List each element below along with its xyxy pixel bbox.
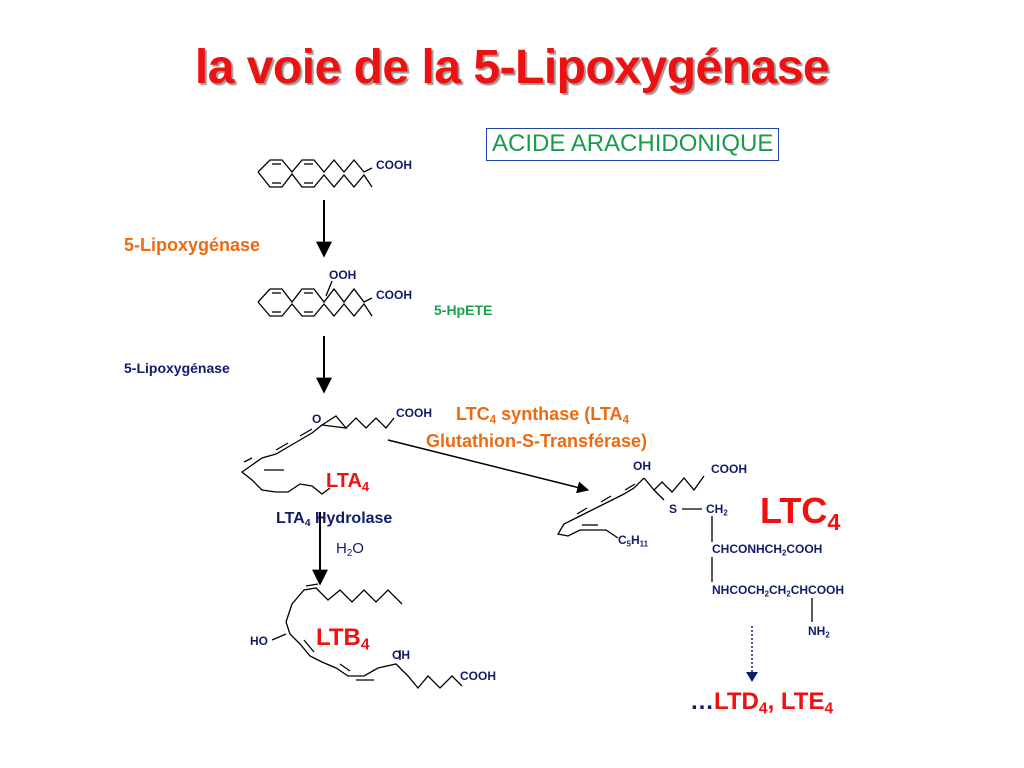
- enzyme-5-lipoxygenase-2: 5-Lipoxygénase: [124, 360, 230, 376]
- group-nhcoch2ch2chcooh: NHCOCH2CH2CHCOOH: [712, 583, 845, 599]
- group-cooh-ltc4: COOH: [711, 462, 747, 476]
- group-ooh: OOH: [329, 268, 357, 282]
- group-nh2: NH2: [808, 624, 830, 640]
- group-cooh-aa: COOH: [376, 158, 412, 172]
- arachidonic-acid-label: ACIDE ARACHIDONIQUE: [486, 128, 780, 161]
- group-ch2: CH2: [706, 502, 728, 518]
- arrow-ltc4-to-ltd4-head: [746, 672, 758, 682]
- group-cooh-lta4: COOH: [396, 406, 432, 420]
- compound-lta4: LTA4: [326, 470, 370, 494]
- ltb4-structure: [271, 583, 463, 690]
- arachidonic-acid-structure: [257, 158, 373, 189]
- group-oh-ltc4: OH: [633, 459, 651, 473]
- group-epoxide-o: O: [312, 412, 322, 426]
- water-label: H2O: [336, 540, 364, 559]
- group-oh-ltb4: OH: [392, 648, 410, 662]
- group-ho-ltb4: HO: [250, 634, 268, 648]
- group-cooh-hpete: COOH: [376, 288, 412, 302]
- group-sulfur: S: [669, 502, 678, 516]
- ltc4-structure: [556, 475, 813, 622]
- compound-ltc4: LTC4: [760, 490, 841, 535]
- lta4-structure: [240, 415, 395, 495]
- slide-title: la voie de la 5-Lipoxygénase: [194, 41, 830, 94]
- enzyme-lta4-hydrolase: LTA4 Hydrolase: [276, 510, 393, 529]
- compound-5-hpete: 5-HpETE: [434, 302, 493, 318]
- group-cooh-ltb4: COOH: [460, 669, 496, 683]
- arrow-lta4-to-ltc4: [387, 439, 590, 494]
- enzyme-ltc4-synthase-line1: LTC4 synthase (LTA4: [456, 404, 630, 427]
- enzyme-5-lipoxygenase-1: 5-Lipoxygénase: [124, 235, 261, 255]
- compound-ltd4-lte4: …LTD4, LTE4: [690, 688, 834, 718]
- enzyme-ltc4-synthase-line2: Glutathion-S-Transférase): [426, 431, 648, 451]
- group-chconhch2cooh: CHCONHCH2COOH: [712, 542, 823, 558]
- hpete-structure: [257, 280, 373, 318]
- group-c5h11: C5H11: [618, 533, 648, 549]
- compound-ltb4: LTB4: [316, 624, 370, 654]
